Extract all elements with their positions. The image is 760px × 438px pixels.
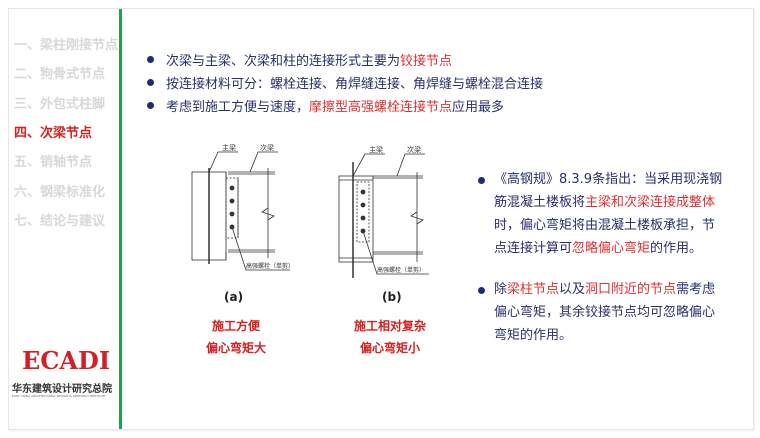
logo-name-en: EAST CHINA ARCHITECTURAL DESIGN & RESEAR… <box>12 394 106 398</box>
figure-a-diagram: 主梁 次梁 高强螺栓（单剪） <box>191 143 294 271</box>
bullet-icon <box>478 287 485 294</box>
label-main-beam: 主梁 <box>369 145 383 154</box>
figure-a-caption-1: 施工方便 <box>211 319 260 333</box>
nav-item-secondary-beam[interactable]: 四、次梁节点 <box>14 126 93 141</box>
slide <box>8 8 754 430</box>
figure-a-label: (a) <box>224 290 244 304</box>
bullet-1: 次梁与主梁、次梁和柱的连接形式主要为铰接节点 <box>166 54 453 69</box>
logo-name-cn: 华东建筑设计研究总院 <box>12 384 112 395</box>
label-main-beam: 主梁 <box>222 143 236 152</box>
ecadi-logo: ECADI <box>22 346 111 375</box>
bullet-icon <box>147 79 154 86</box>
bullet-icon <box>478 177 485 184</box>
nav-item-pin-joint[interactable]: 五、销轴节点 <box>14 155 93 170</box>
nav-item-dogbone[interactable]: 二、狗骨式节点 <box>14 67 106 82</box>
nav-item-standardization[interactable]: 六、钢梁标准化 <box>14 185 106 200</box>
label-secondary-beam: 次梁 <box>407 145 421 154</box>
divider-line <box>119 9 122 429</box>
label-bolt: 高强螺栓（单剪） <box>246 262 294 270</box>
bullet-icon <box>147 56 154 63</box>
figure-b-label: (b) <box>382 290 402 304</box>
note-exceptions: 除梁柱节点以及洞口附近的节点需考虑偏心弯矩，其余铰接节点均可忽略偏心弯矩的作用。 <box>494 282 716 343</box>
label-secondary-beam: 次梁 <box>260 143 274 152</box>
label-bolt: 高强螺栓（单剪） <box>377 266 425 274</box>
figure-b-diagram: 主梁 次梁 高强螺栓（单剪） <box>338 145 429 278</box>
bullet-icon <box>147 102 154 109</box>
figure-b-caption-2: 偏心弯矩小 <box>359 341 420 355</box>
note-code-reference: 《高钢规》8.3.9条指出：当采用现浇钢筋混凝土楼板将主梁和次梁连接成整体时，偏… <box>494 172 723 256</box>
nav-item-column-base[interactable]: 三、外包式柱脚 <box>14 97 106 112</box>
bullet-2: 按连接材料可分：螺栓连接、角焊缝连接、角焊缝与螺栓混合连接 <box>166 77 544 92</box>
nav-item-conclusion[interactable]: 七、结论与建议 <box>14 214 106 229</box>
figure-a-caption-2: 偏心弯矩大 <box>205 341 266 355</box>
figure-b-caption-1: 施工相对复杂 <box>353 319 426 333</box>
nav-item-rigid-joint[interactable]: 一、梁柱刚接节点 <box>14 38 119 53</box>
bullet-3: 考虑到施工方便与速度，摩擦型高强螺栓连接节点应用最多 <box>166 100 505 115</box>
